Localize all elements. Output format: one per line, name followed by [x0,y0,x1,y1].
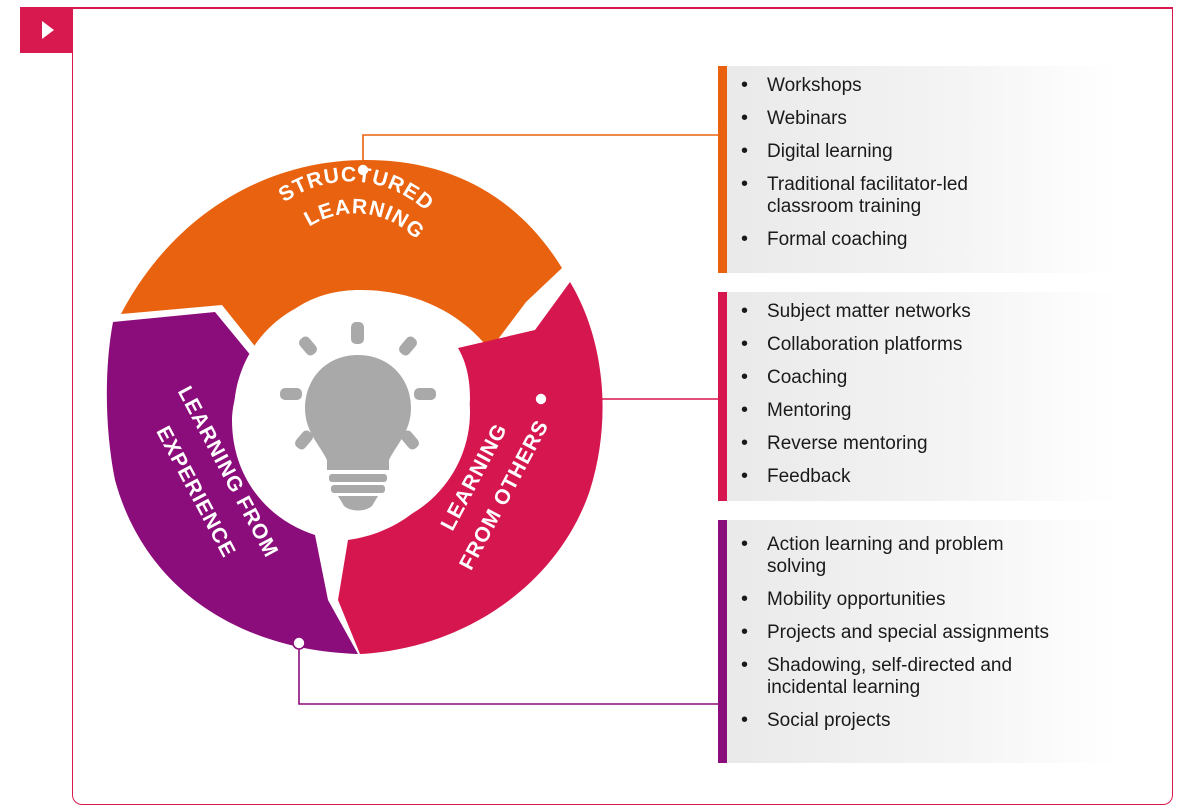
list-item: Action learning and problem solving [738,533,1067,578]
connector-dot-others [534,392,548,406]
panel-accent-bar [718,66,727,273]
play-badge[interactable] [20,7,72,53]
list-item: Coaching [738,366,1118,389]
learning-from-experience-list: Action learning and problem solving Mobi… [718,533,1118,732]
list-item: Shadowing, self-directed and incidental … [738,654,1067,699]
segment-learning-from-experience[interactable] [106,312,358,654]
list-item: Traditional facilitator-led classroom tr… [738,173,1037,218]
content-frame [72,7,1173,805]
list-item: Feedback [738,465,1118,488]
learning-from-others-list: Subject matter networks Collaboration pl… [718,300,1118,488]
connector-dot-experience [292,636,306,650]
segment-structured-learning[interactable] [121,160,562,350]
list-item: Subject matter networks [738,300,1118,323]
segment-learning-from-others[interactable] [338,282,603,654]
connector-experience [298,643,718,705]
list-item: Workshops [738,74,1118,97]
connector-structured [362,134,718,170]
lightbulb-icon [280,322,436,511]
list-item: Mentoring [738,399,1118,422]
panel-structured-learning: Workshops Webinars Digital learning Trad… [718,66,1118,273]
panel-learning-from-experience: Action learning and problem solving Mobi… [718,520,1118,763]
list-item: Projects and special assignments [738,621,1118,644]
play-icon [42,21,54,39]
connector-dot-structured [356,163,370,177]
list-item: Webinars [738,107,1118,130]
frame-top-border [72,7,1173,9]
panel-accent-bar [718,520,727,763]
structured-learning-list: Workshops Webinars Digital learning Trad… [718,74,1118,251]
panel-accent-bar [718,292,727,501]
list-item: Digital learning [738,140,1118,163]
list-item: Mobility opportunities [738,588,1118,611]
list-item: Formal coaching [738,228,1118,251]
list-item: Reverse mentoring [738,432,1118,455]
panel-learning-from-others: Subject matter networks Collaboration pl… [718,292,1118,501]
list-item: Collaboration platforms [738,333,1118,356]
list-item: Social projects [738,709,1118,732]
